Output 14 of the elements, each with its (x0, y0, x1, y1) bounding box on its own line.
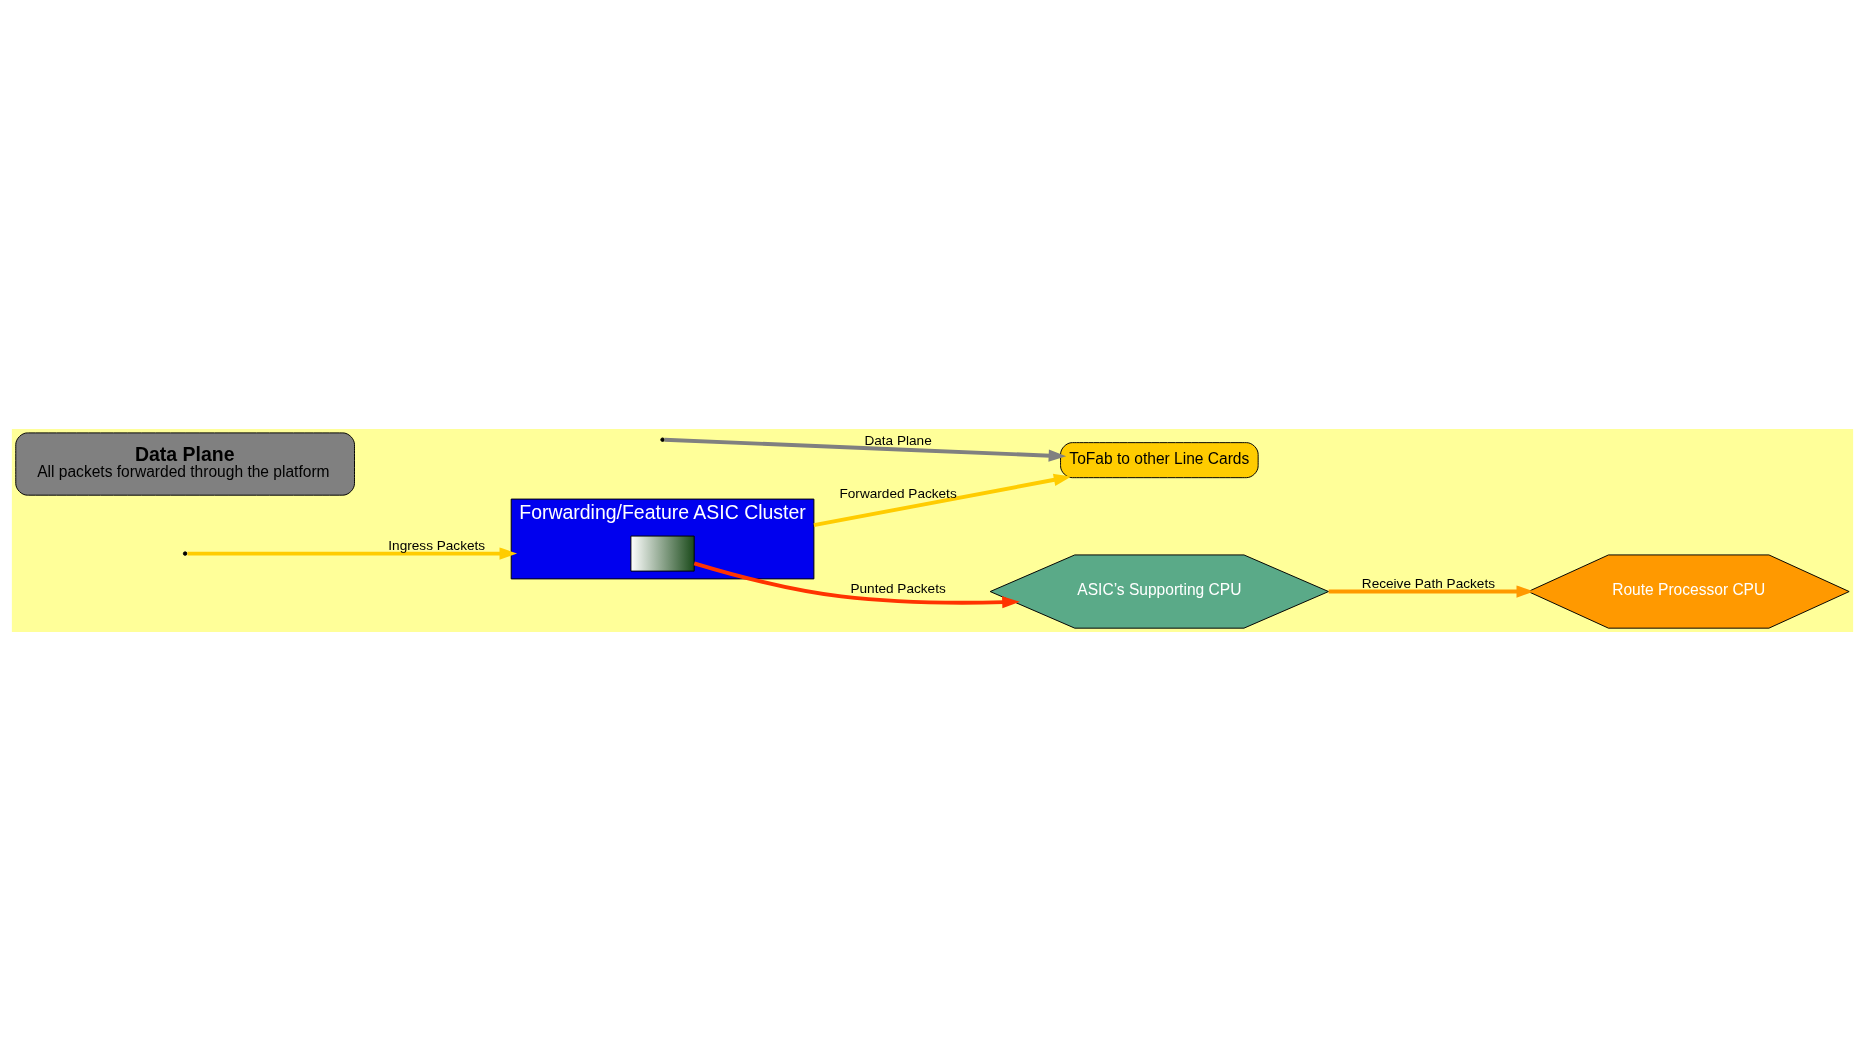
edge-label: Receive Path Packets (1361, 575, 1495, 591)
arrow (813, 473, 1072, 528)
edge-label: Data Plane (864, 432, 932, 448)
edge-label: Punted Packets (850, 580, 946, 596)
edge-label: Ingress Packets (388, 537, 486, 553)
node-box: Data Plane All packets forwarded through the platform (15, 432, 355, 496)
node-box: ToFab to other Line Cards (1060, 442, 1259, 479)
arrow (693, 561, 1020, 609)
cluster: Forwarding/Feature ASIC Cluster (510, 498, 815, 580)
arrow (187, 547, 518, 560)
node-box (630, 535, 695, 572)
edge-label: Forwarded Packets (839, 486, 957, 502)
arrow (1328, 585, 1535, 598)
arrow (664, 437, 1067, 462)
